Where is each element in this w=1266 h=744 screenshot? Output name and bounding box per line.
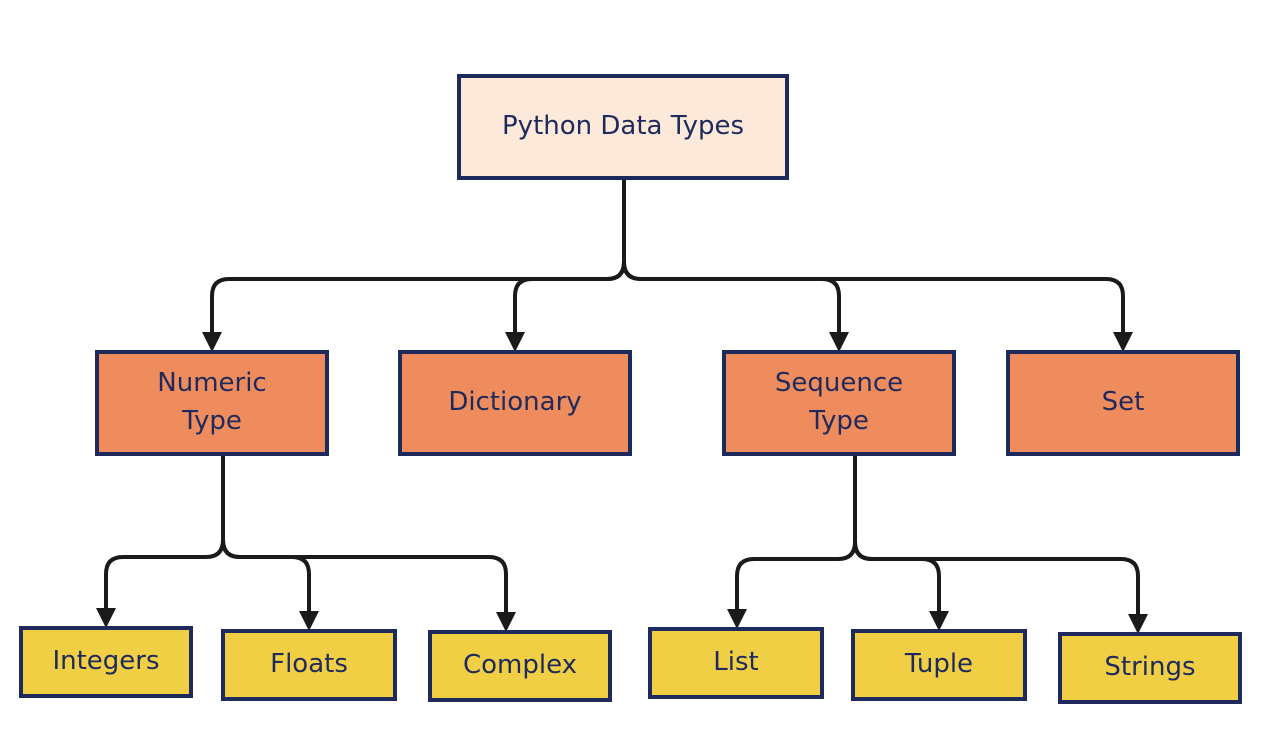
node-label: Tuple <box>904 649 974 680</box>
node-strings: Strings <box>1058 632 1242 704</box>
connector-root-to-set <box>622 260 1133 352</box>
node-integers: Integers <box>19 626 193 698</box>
node-dictionary: Dictionary <box>398 350 632 456</box>
connector-root-to-dictionary <box>505 260 626 352</box>
node-set: Set <box>1006 350 1240 456</box>
node-label: Python Data Types <box>502 111 744 142</box>
connector-sequence-to-strings <box>853 540 1148 634</box>
node-label-line: Type <box>809 406 869 436</box>
node-list: List <box>648 627 824 699</box>
node-label-line: Type <box>182 406 242 436</box>
node-numeric-type: Numeric Type <box>95 350 329 456</box>
connector-numeric-to-complex <box>221 538 516 632</box>
node-label: Dictionary <box>448 387 582 418</box>
node-floats: Floats <box>221 629 397 701</box>
connector-root-to-sequence <box>622 260 849 352</box>
connector-sequence-to-tuple <box>853 540 949 631</box>
node-label: Complex <box>462 650 578 681</box>
connector-numeric-to-floats <box>221 538 319 631</box>
node-label: Strings <box>1104 652 1196 683</box>
node-label: Integers <box>52 646 160 677</box>
node-sequence-type: Sequence Type <box>722 350 956 456</box>
node-tuple: Tuple <box>851 629 1027 701</box>
node-label: Set <box>1101 387 1145 418</box>
node-label: Floats <box>270 649 348 680</box>
connector-sequence-to-list <box>727 454 857 629</box>
node-label-line: Sequence <box>774 368 904 399</box>
node-python-data-types: Python Data Types <box>457 74 789 180</box>
node-label: List <box>713 647 759 678</box>
connector-root-to-numeric <box>202 178 626 352</box>
connector-numeric-to-integers <box>96 454 225 628</box>
node-complex: Complex <box>428 630 612 702</box>
node-label-line: Numeric <box>157 368 267 399</box>
